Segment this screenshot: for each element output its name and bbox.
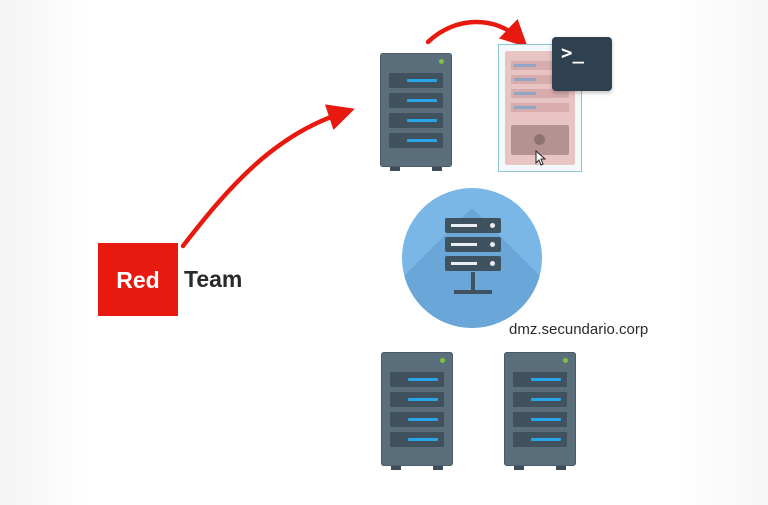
server-panel (511, 125, 569, 155)
server-icon (381, 352, 453, 470)
server-slot (513, 372, 567, 387)
server-foot (556, 466, 566, 470)
cursor-icon (535, 150, 547, 166)
rack-unit (445, 218, 501, 233)
server-foot (391, 466, 401, 470)
dmz-hostname-label: dmz.secundario.corp (509, 321, 649, 338)
status-led-icon (440, 358, 445, 363)
compromised-server-icon (498, 44, 582, 172)
server-icon (504, 352, 576, 470)
compromised-server-body (505, 51, 575, 165)
arrow-server-to-target (425, 18, 528, 48)
server-slot (513, 432, 567, 447)
status-led-icon (563, 358, 568, 363)
server-icon (380, 53, 452, 171)
red-team-badge-text: Red (116, 267, 160, 293)
rack-unit (445, 256, 501, 271)
server-slot (513, 412, 567, 427)
server-slot (389, 133, 443, 148)
arrow-redteam-to-server (180, 104, 355, 249)
server-slot (390, 412, 444, 427)
status-led-icon (439, 59, 444, 64)
server-slot (389, 113, 443, 128)
server-slot (390, 432, 444, 447)
server-slot (511, 103, 569, 112)
network-connector-icon (454, 272, 492, 294)
red-team-badge: Red (98, 243, 178, 316)
server-slot (511, 61, 569, 70)
server-slot (513, 392, 567, 407)
server-slot (390, 372, 444, 387)
dmz-rack (445, 218, 501, 282)
server-slot (511, 75, 569, 84)
server-slot (390, 392, 444, 407)
rack-unit (445, 237, 501, 252)
team-label: Team (184, 266, 243, 292)
server-slot (511, 89, 569, 98)
dmz-server-icon (402, 188, 542, 328)
terminal-prompt: >_ (561, 42, 584, 64)
server-foot (390, 167, 400, 171)
server-foot (514, 466, 524, 470)
server-foot (432, 167, 442, 171)
server-slot (389, 93, 443, 108)
server-foot (433, 466, 443, 470)
server-slot (389, 73, 443, 88)
terminal-icon: >_ (552, 37, 612, 91)
